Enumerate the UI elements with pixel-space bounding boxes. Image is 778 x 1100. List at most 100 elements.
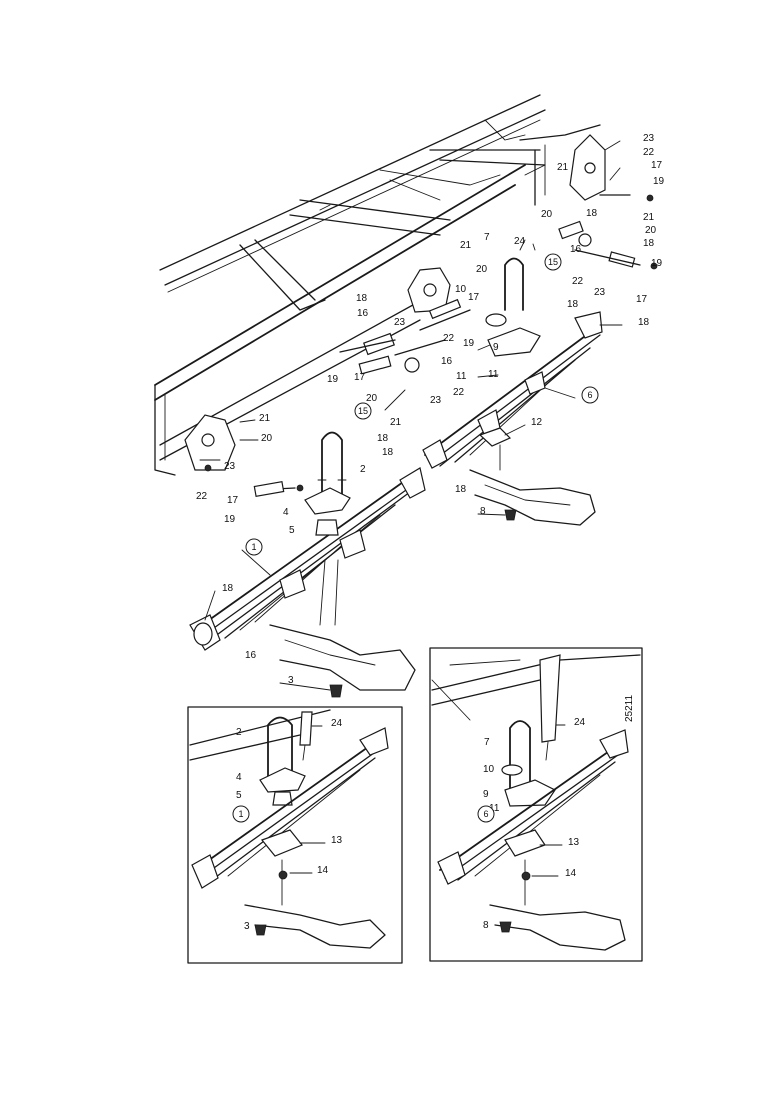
callout-label: 19 xyxy=(653,176,665,187)
callout-label: 18 xyxy=(586,208,598,219)
callout-text: 2 xyxy=(236,727,242,738)
callout-label: 18 xyxy=(643,238,655,249)
rear-leaf-spring xyxy=(422,311,603,469)
callout-label: 10 xyxy=(455,284,467,295)
callout-text: 19 xyxy=(327,374,339,385)
callout-text: 4 xyxy=(283,507,289,518)
callout-text: 24 xyxy=(514,236,526,247)
inset-rear-detail xyxy=(429,647,643,962)
callout-label: 13 xyxy=(331,835,343,846)
callout-text: 9 xyxy=(483,789,489,800)
inset-front-detail xyxy=(187,706,403,964)
middle-spring-bracket xyxy=(407,267,451,313)
callout-text: 24 xyxy=(331,718,343,729)
callout-label: 18 xyxy=(567,299,579,310)
callout-label: 16 xyxy=(441,356,453,367)
callout-label: 22 xyxy=(453,387,465,398)
front-u-bolt xyxy=(317,431,347,501)
callout-text: 18 xyxy=(638,317,650,328)
callout-label: 16 xyxy=(245,650,257,661)
callout-text: 11 xyxy=(488,369,499,380)
callout-text: 5 xyxy=(236,790,242,801)
callout-text: 23 xyxy=(430,395,442,406)
rear-spring-plate xyxy=(478,427,512,447)
callout-text: 3 xyxy=(288,675,294,686)
callout-circle xyxy=(477,805,495,823)
callout-label: 22 xyxy=(443,333,455,344)
callout-label: 17 xyxy=(651,160,663,171)
callout-text: 16 xyxy=(441,356,453,367)
callout-text: 20 xyxy=(476,264,488,275)
callout-text: 21 xyxy=(259,413,271,424)
callout-text: 10 xyxy=(483,764,495,775)
callout-label: 18 xyxy=(377,433,389,444)
callout-text: 23 xyxy=(224,461,236,472)
callout-text: 4 xyxy=(236,772,242,783)
callout-label: 21 xyxy=(259,413,271,424)
callout-label: 10 xyxy=(483,764,495,775)
callout-text: 14 xyxy=(565,868,577,879)
callout-label: 9 xyxy=(483,789,489,800)
callout-text: 13 xyxy=(568,837,580,848)
callout-text: 22 xyxy=(643,147,655,158)
callout-label: 7 xyxy=(484,737,490,748)
callout-circled: 15 xyxy=(544,253,562,271)
front-shackle-bolts xyxy=(204,419,304,498)
callout-text: 6 xyxy=(483,809,488,819)
callout-text: 22 xyxy=(572,276,584,287)
callout-text: 18 xyxy=(567,299,579,310)
callout-text: 23 xyxy=(594,287,606,298)
callout-label: 17 xyxy=(636,294,648,305)
callout-text: 10 xyxy=(455,284,467,295)
callout-text: 1 xyxy=(238,809,243,819)
rear-axle xyxy=(469,444,596,526)
callout-label: 21 xyxy=(390,417,402,428)
callout-label: 20 xyxy=(645,225,657,236)
callout-label: 20 xyxy=(366,393,378,404)
callout-label: 23 xyxy=(394,317,406,328)
callout-text: 22 xyxy=(196,491,208,502)
callout-text: 3 xyxy=(244,921,250,932)
callout-text: 18 xyxy=(643,238,655,249)
callout-text: 18 xyxy=(586,208,598,219)
callout-label: 4 xyxy=(236,772,242,783)
callout-label: 22 xyxy=(572,276,584,287)
callout-circle xyxy=(354,402,372,420)
callout-label: 12 xyxy=(531,417,543,428)
callout-label: 7 xyxy=(484,232,490,243)
callout-text: 8 xyxy=(483,920,489,931)
callout-label: 18 xyxy=(222,583,234,594)
callout-label: 3 xyxy=(244,921,250,932)
callout-label: 20 xyxy=(541,209,553,220)
callout-text: 21 xyxy=(390,417,402,428)
callout-label: 18 xyxy=(455,484,467,495)
callout-label: 11 xyxy=(488,369,499,380)
callout-label: 8 xyxy=(483,920,489,931)
callout-text: 18 xyxy=(222,583,234,594)
rear-shackle-bolts xyxy=(419,194,658,331)
callout-label: 19 xyxy=(651,258,663,269)
callout-text: 12 xyxy=(531,417,543,428)
callout-label: 24 xyxy=(514,236,526,247)
callout-text: 13 xyxy=(331,835,343,846)
callout-text: 7 xyxy=(484,737,490,748)
callout-text: 17 xyxy=(651,160,663,171)
callout-label: 18 xyxy=(382,447,394,458)
callout-label: 20 xyxy=(261,433,273,444)
callout-label: 23 xyxy=(224,461,236,472)
callout-circle xyxy=(544,253,562,271)
callout-label: 22 xyxy=(196,491,208,502)
callout-label: 14 xyxy=(565,868,577,879)
front-spring-seat xyxy=(304,487,351,515)
callout-text: 20 xyxy=(541,209,553,220)
callout-label: 8 xyxy=(480,506,486,517)
callout-text: 19 xyxy=(653,176,665,187)
callout-text: 18 xyxy=(356,293,368,304)
callout-text: 8 xyxy=(480,506,486,517)
callout-label: 17 xyxy=(354,372,366,383)
callout-text: 6 xyxy=(587,390,592,400)
callout-text: 15 xyxy=(358,406,368,416)
front-spring-hanger xyxy=(184,414,236,471)
callout-text: 23 xyxy=(394,317,406,328)
